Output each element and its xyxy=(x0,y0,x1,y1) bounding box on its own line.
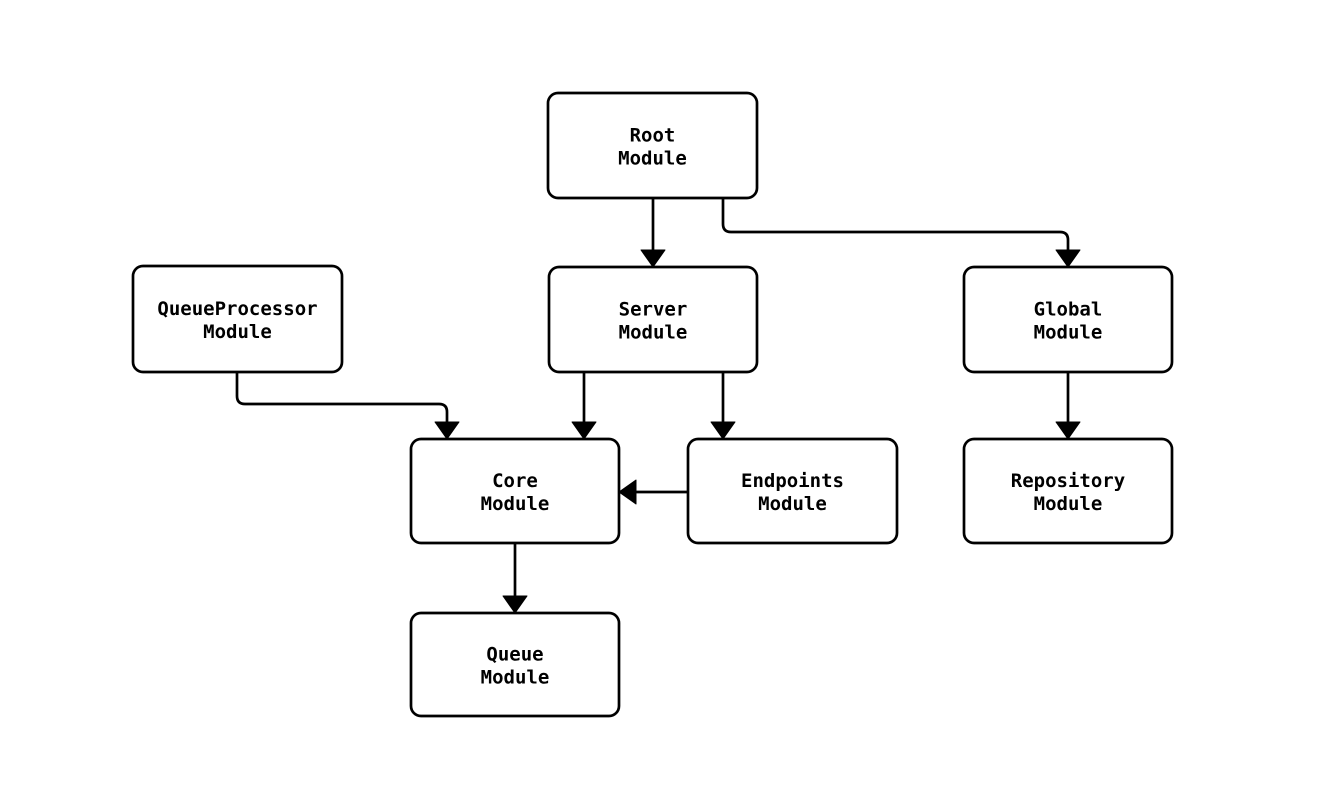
arrowhead-icon xyxy=(710,421,736,440)
node-box xyxy=(546,91,759,200)
node-label: QueueProcessor xyxy=(157,298,317,320)
edge-server-to-endpoints xyxy=(710,372,736,440)
node-box xyxy=(409,611,621,718)
edge-queueprocessor-to-core xyxy=(235,372,460,440)
edge-line xyxy=(721,198,1070,267)
node-label: Core xyxy=(492,470,538,492)
edge-global-to-repository xyxy=(1055,372,1081,440)
arrowhead-icon xyxy=(618,479,637,505)
node-label: Endpoints xyxy=(741,470,844,492)
node-label: Repository xyxy=(1011,470,1125,492)
node-label: Module xyxy=(1034,322,1103,344)
node-box xyxy=(547,265,759,374)
node-label: Global xyxy=(1034,299,1103,321)
arrowhead-icon xyxy=(640,249,666,268)
edge-endpoints-to-core xyxy=(618,479,688,505)
node-label: Module xyxy=(1034,493,1103,515)
edge-root-to-server xyxy=(640,198,666,268)
node-box xyxy=(131,264,344,374)
node-label: Server xyxy=(619,299,688,321)
arrowhead-icon xyxy=(502,595,528,614)
node-label: Module xyxy=(203,321,272,343)
edge-server-to-core xyxy=(571,372,597,440)
edge-root-to-global xyxy=(721,198,1081,268)
edge-core-to-queue xyxy=(502,543,528,614)
node-label: Queue xyxy=(486,644,543,666)
node-box xyxy=(962,437,1174,545)
node-box xyxy=(409,437,621,545)
node-label: Module xyxy=(619,322,688,344)
edge-line xyxy=(235,372,449,439)
node-label: Module xyxy=(481,667,550,689)
node-label: Module xyxy=(618,148,687,170)
arrowhead-icon xyxy=(1055,249,1081,268)
node-box xyxy=(962,265,1174,374)
arrowhead-icon xyxy=(1055,421,1081,440)
node-label: Root xyxy=(630,125,676,147)
node-label: Module xyxy=(481,493,550,515)
node-label: Module xyxy=(758,493,827,515)
arrowhead-icon xyxy=(571,421,597,440)
arrowhead-icon xyxy=(434,421,460,440)
node-box xyxy=(686,437,899,545)
